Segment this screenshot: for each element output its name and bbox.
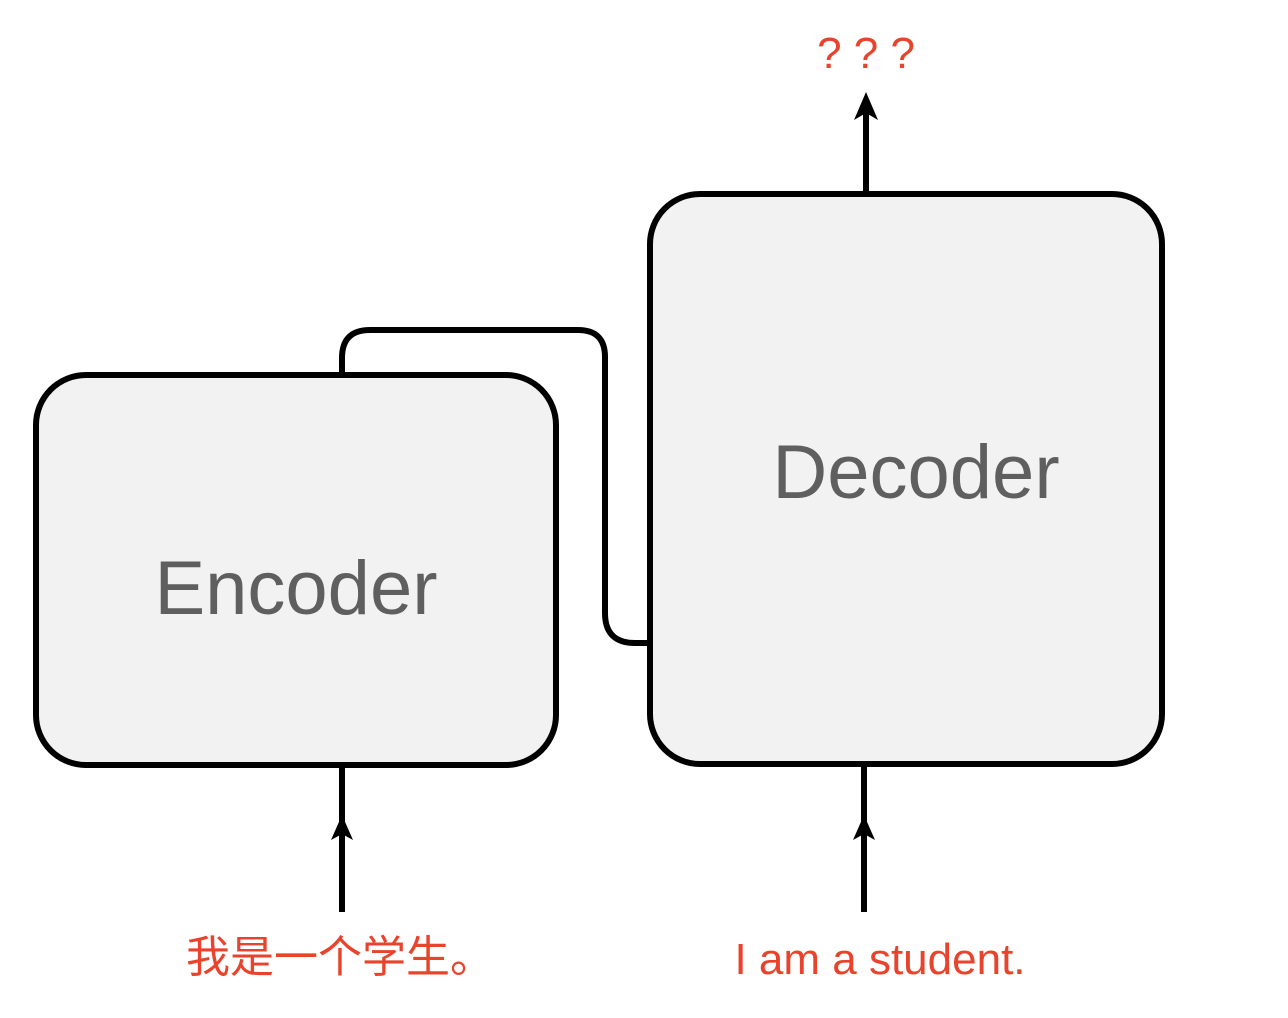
- encoder-input-arrow-icon: [331, 765, 353, 912]
- decoder-input-arrow-icon: [853, 764, 875, 912]
- decoder-output-arrow-icon: [854, 92, 878, 194]
- encoder-input-label: 我是一个学生。: [186, 933, 494, 982]
- encoder-box: [33, 372, 559, 768]
- decoder-label: Decoder: [772, 430, 1059, 515]
- decoder-box: [647, 191, 1165, 767]
- decoder-output-label: ? ? ?: [817, 29, 915, 78]
- encoder-label: Encoder: [154, 546, 437, 631]
- encoder-to-decoder-connector: [339, 327, 656, 646]
- decoder-input-label: I am a student.: [734, 935, 1025, 984]
